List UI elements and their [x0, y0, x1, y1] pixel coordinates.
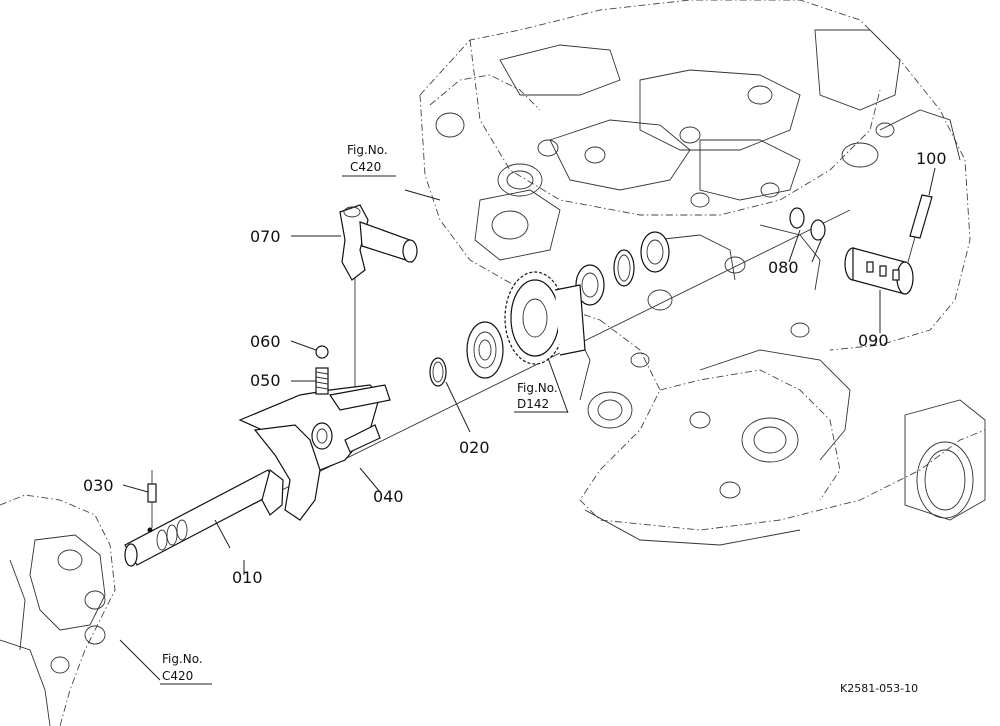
shift-fork [238, 384, 391, 521]
callout-100: 100 [916, 149, 947, 168]
fig-ref-top-line2: C420 [350, 160, 381, 174]
fig-ref-bottom-line1: Fig.No. [162, 652, 203, 666]
callout-050: 050 [250, 371, 281, 390]
callout-030: 030 [83, 476, 114, 495]
callout-090: 090 [858, 331, 889, 350]
callout-070: 070 [250, 227, 281, 246]
sleeve [844, 247, 914, 295]
callout-010: 010 [232, 568, 263, 587]
callout-020: 020 [459, 438, 490, 457]
o-rings [789, 207, 826, 241]
bearing-far [640, 231, 670, 273]
transmission-case [419, 0, 986, 546]
leader-lines [119, 167, 936, 685]
drawing-code: K2581-053-10 [840, 682, 918, 695]
callout-040: 040 [373, 487, 404, 506]
ring-clip [613, 249, 635, 287]
fig-ref-top-line1: Fig.No. [347, 143, 388, 157]
fig-ref-bottom-line2: C420 [162, 669, 193, 683]
gear [504, 271, 586, 365]
snap-ring [429, 357, 447, 387]
detent-spring [315, 367, 329, 395]
detent-ball [315, 345, 329, 359]
bearing-left [466, 321, 504, 379]
shift-shaft [124, 469, 281, 567]
fig-ref-gear-line1: Fig.No. [517, 381, 558, 395]
callout-060: 060 [250, 332, 281, 351]
fig-ref-gear-line2: D142 [517, 397, 549, 411]
rod [907, 194, 933, 263]
shift-lever [339, 204, 418, 281]
pin [147, 470, 157, 528]
lower-left-case [0, 494, 116, 726]
callout-080: 080 [768, 258, 799, 277]
bearing-right [575, 264, 605, 306]
